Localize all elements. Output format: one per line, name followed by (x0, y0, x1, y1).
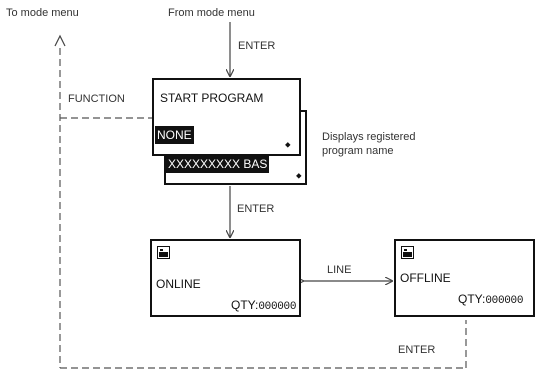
terminal-icon (401, 246, 414, 259)
enter-label-top: ENTER (238, 40, 276, 52)
function-label: FUNCTION (68, 93, 125, 105)
start-program-title: START PROGRAM (160, 91, 264, 105)
to-mode-menu-label: To mode menu (6, 7, 79, 19)
return-path-dashed (59, 48, 467, 369)
offline-qty: QTY:000000 (458, 292, 523, 308)
online-qty-label: QTY: (231, 298, 259, 312)
line-label: LINE (327, 264, 352, 276)
up-down-cursor-icon: ⬥ (296, 171, 302, 180)
offline-qty-value: 000000 (485, 295, 524, 307)
registered-note-line1: Displays registered (322, 131, 416, 143)
terminal-icon (157, 246, 170, 259)
offline-status: OFFLINE (400, 271, 451, 285)
online-qty-value: 000000 (258, 301, 297, 313)
online-status: ONLINE (156, 277, 201, 291)
from-mode-menu-label: From mode menu (168, 7, 255, 19)
registered-note-line2: program name (322, 145, 394, 157)
program-name-highlight: XXXXXXXXX BAS (166, 155, 270, 173)
online-qty: QTY:000000 (231, 298, 296, 314)
enter-label-middle: ENTER (237, 203, 275, 215)
start-program-screen: START PROGRAM NONE ⬥ (152, 78, 301, 156)
offline-screen: OFFLINE QTY:000000 (394, 239, 535, 317)
up-down-cursor-icon: ⬥ (285, 140, 291, 149)
none-selection-highlight: NONE (155, 126, 194, 144)
online-screen: ONLINE QTY:000000 (150, 239, 301, 317)
to-mode-arrowhead (54, 34, 66, 47)
offline-qty-label: QTY: (458, 292, 486, 306)
enter-label-bottom: ENTER (398, 344, 436, 356)
